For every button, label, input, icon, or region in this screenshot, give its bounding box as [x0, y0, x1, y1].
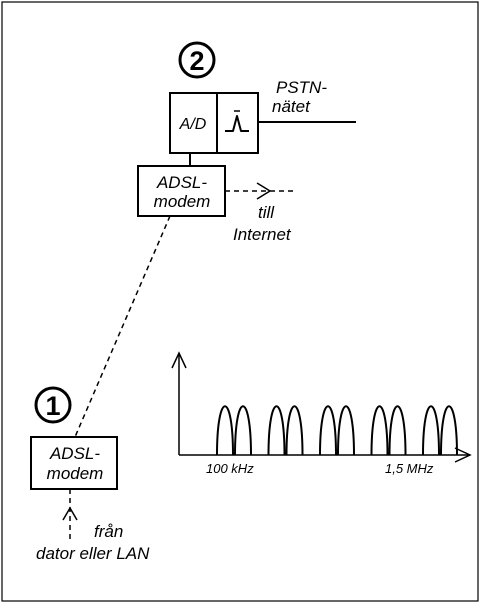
spectrum-carrier	[440, 405, 458, 456]
station-1-badge	[34, 386, 72, 424]
filter-icon	[225, 115, 249, 132]
station-1: 1 ADSL- modem från dator eller LAN	[30, 386, 150, 563]
spectrum-carrier	[319, 405, 337, 456]
spectrum-carrier	[216, 405, 234, 456]
internet-label-line2: Internet	[233, 225, 292, 244]
spectrum-x-arrow-icon	[454, 447, 472, 463]
spectrum-carrier	[267, 405, 286, 456]
pstn-label-line1: PSTN-	[276, 78, 327, 97]
adsl-modem-2-line2: modem	[154, 192, 211, 211]
internet-arrow-icon	[256, 182, 272, 200]
adsl-modem-2-line1: ADSL-	[156, 173, 207, 192]
frequency-spectrum: 100 kHz 1,5 MHz	[171, 351, 472, 476]
lan-arrow-icon	[62, 506, 78, 521]
ad-converter-label: A/D	[179, 116, 207, 133]
splitter-box	[216, 92, 259, 154]
spectrum-carrier	[422, 405, 440, 456]
spectrum-carriers	[216, 405, 458, 456]
spectrum-tick-100khz: 100 kHz	[206, 461, 254, 476]
spectrum-carrier	[234, 405, 252, 456]
source-label-line2: dator eller LAN	[36, 544, 150, 563]
internet-label-line1: till	[258, 203, 275, 222]
spectrum-carrier	[388, 405, 407, 456]
spectrum-carrier	[337, 405, 355, 456]
pstn-label-line2: nätet	[272, 97, 311, 116]
ad-converter-box	[169, 92, 218, 154]
station-2-number: 2	[189, 46, 204, 76]
station-2: 2 A/D PSTN- nätet ADSL- modem till Inter…	[137, 41, 356, 244]
adsl-modem-1-line1: ADSL-	[49, 444, 100, 463]
spectrum-tick-1-5mhz: 1,5 MHz	[385, 461, 434, 476]
spectrum-y-arrow-icon	[171, 351, 187, 369]
spectrum-carrier	[370, 405, 389, 456]
adsl-line	[74, 215, 171, 438]
spectrum-carrier	[285, 405, 304, 456]
station-1-number: 1	[45, 391, 60, 421]
station-2-badge	[178, 41, 216, 79]
adsl-modem-2	[137, 165, 226, 217]
source-label-line1: från	[94, 522, 123, 541]
adsl-modem-1-line2: modem	[47, 464, 104, 483]
adsl-modem-1	[30, 436, 118, 490]
